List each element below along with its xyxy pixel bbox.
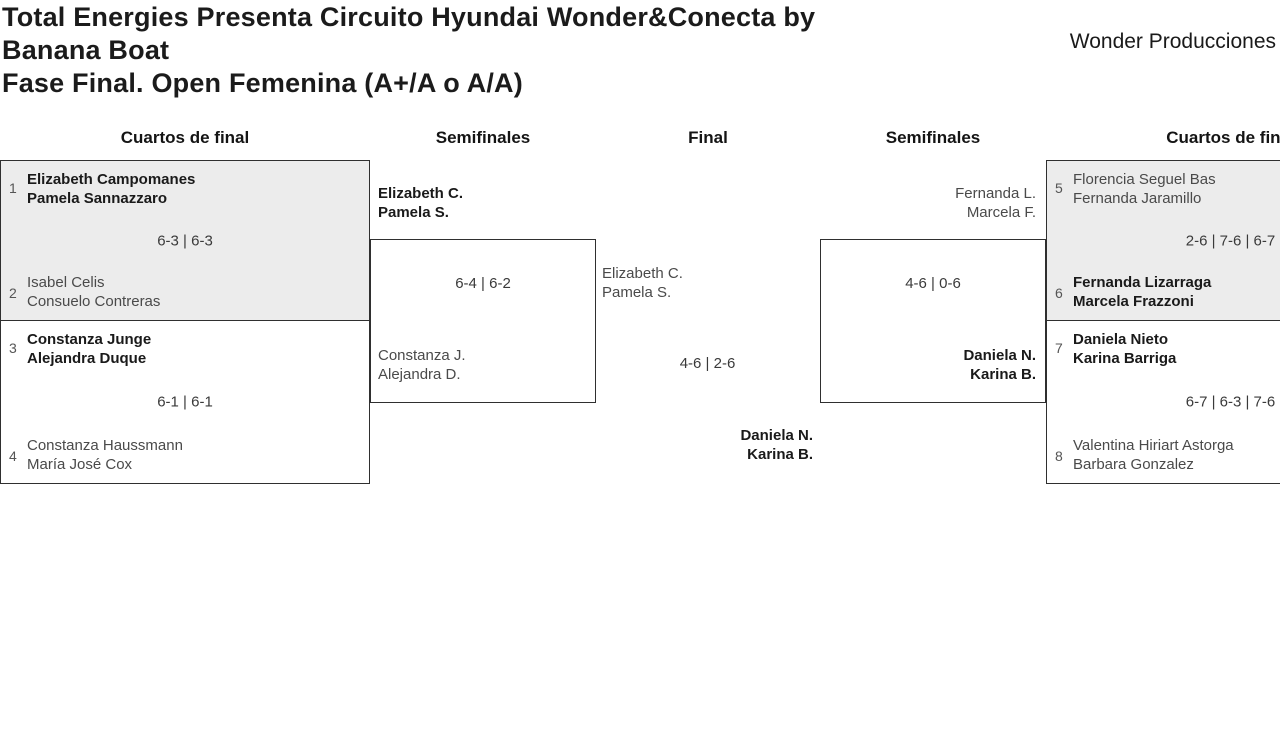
round-header-quarterfinals-right: Cuartos de final bbox=[1166, 128, 1280, 147]
team-elizabeth-pamela: Elizabeth Campomanes Pamela Sannazzaro bbox=[27, 170, 195, 208]
team-elizabeth-pamela-final: Elizabeth C. Pamela S. bbox=[602, 264, 683, 302]
player-name: Fernanda L. bbox=[955, 185, 1036, 202]
round-header-semifinals-right: Semifinales bbox=[885, 128, 981, 147]
seed-number: 4 bbox=[9, 448, 17, 464]
player-name: Constanza Junge bbox=[27, 331, 152, 348]
player-name: Alejandra Duque bbox=[27, 350, 147, 367]
player-name: Pamela S. bbox=[602, 284, 672, 301]
player-name: Marcela Frazzoni bbox=[1073, 293, 1194, 310]
round-header-final: Final bbox=[688, 128, 728, 147]
team-haussmann-cox: Constanza Haussmann María José Cox bbox=[27, 436, 183, 474]
player-name: Karina Barriga bbox=[1073, 350, 1177, 367]
seed-number: 1 bbox=[9, 180, 17, 196]
match-score: 6-7 | 6-3 | 7-6 bbox=[1185, 393, 1276, 411]
match-score: 4-6 | 0-6 bbox=[905, 275, 961, 292]
player-name: Constanza Haussmann bbox=[27, 437, 183, 454]
player-name: Daniela N. bbox=[963, 347, 1036, 364]
organizer-label: Wonder Producciones bbox=[1069, 30, 1276, 53]
match-score: 4-6 | 2-6 bbox=[679, 355, 736, 372]
team-daniela-karina: Daniela Nieto Karina Barriga bbox=[1073, 330, 1176, 368]
seed-number: 6 bbox=[1055, 285, 1063, 301]
round-header-quarterfinals-left: Cuartos de final bbox=[120, 128, 250, 147]
team-fernanda-marcela-sf: Fernanda L. Marcela F. bbox=[955, 184, 1036, 222]
match-final: Elizabeth C. Pamela S. 4-6 | 2-6 Daniela… bbox=[595, 239, 820, 469]
player-name: Isabel Celis bbox=[27, 274, 105, 291]
team-lizarraga-frazzoni: Fernanda Lizarraga Marcela Frazzoni bbox=[1073, 273, 1211, 311]
team-florencia-fernanda: Florencia Seguel Bas Fernanda Jaramillo bbox=[1073, 170, 1216, 208]
team-valentina-barbara: Valentina Hiriart Astorga Barbara Gonzal… bbox=[1073, 436, 1234, 474]
player-name: Pamela Sannazzaro bbox=[27, 190, 168, 207]
match-quarterfinal-3: 5 Florencia Seguel Bas Fernanda Jaramill… bbox=[1046, 160, 1280, 321]
seed-number: 5 bbox=[1055, 180, 1063, 196]
player-name: Elizabeth C. bbox=[602, 265, 683, 282]
subtitle: Fase Final. Open Femenina (A+/A o A/A) bbox=[2, 68, 523, 98]
round-header-semifinals-left: Semifinales bbox=[435, 128, 531, 147]
match-semifinal-right: Fernanda L. Marcela F. 4-6 | 0-6 Daniela… bbox=[820, 185, 1046, 403]
player-name: Constanza J. bbox=[378, 347, 466, 364]
match-score: 2-6 | 7-6 | 6-7 bbox=[1185, 232, 1276, 249]
title-line-2: Banana Boat bbox=[2, 35, 170, 65]
player-name: Barbara Gonzalez bbox=[1073, 456, 1194, 473]
player-name: María José Cox bbox=[27, 456, 133, 473]
match-quarterfinal-2: 3 Constanza Junge Alejandra Duque 6-1 | … bbox=[0, 320, 370, 484]
player-name: Fernanda Jaramillo bbox=[1073, 190, 1202, 207]
player-name: Alejandra D. bbox=[378, 366, 461, 383]
team-elizabeth-pamela-sf: Elizabeth C. Pamela S. bbox=[378, 184, 463, 222]
player-name: Daniela Nieto bbox=[1073, 331, 1169, 348]
player-name: Pamela S. bbox=[378, 204, 449, 221]
player-name: Marcela F. bbox=[966, 204, 1036, 221]
player-name: Florencia Seguel Bas bbox=[1073, 171, 1216, 188]
seed-number: 2 bbox=[9, 285, 17, 301]
match-score: 6-4 | 6-2 bbox=[455, 275, 511, 292]
player-name: Valentina Hiriart Astorga bbox=[1073, 437, 1234, 454]
match-score: 6-3 | 6-3 bbox=[157, 232, 213, 249]
team-isabel-consuelo: Isabel Celis Consuelo Contreras bbox=[27, 273, 160, 311]
player-name: Karina B. bbox=[970, 366, 1036, 383]
seed-number: 3 bbox=[9, 340, 17, 356]
seed-number: 7 bbox=[1055, 340, 1063, 356]
team-daniela-karina-sf: Daniela N. Karina B. bbox=[963, 346, 1036, 384]
player-name: Daniela N. bbox=[740, 427, 813, 444]
player-name: Fernanda Lizarraga bbox=[1073, 274, 1212, 291]
seed-number: 8 bbox=[1055, 448, 1063, 464]
player-name: Elizabeth C. bbox=[378, 185, 464, 202]
page-title: Total Energies Presenta Circuito Hyundai… bbox=[2, 1, 815, 100]
team-constanza-alejandra-sf: Constanza J. Alejandra D. bbox=[378, 346, 466, 384]
match-quarterfinal-4: 7 Daniela Nieto Karina Barriga 6-7 | 6-3… bbox=[1046, 320, 1280, 484]
match-semifinal-left: Elizabeth C. Pamela S. 6-4 | 6-2 Constan… bbox=[370, 185, 596, 403]
title-line-1: Total Energies Presenta Circuito Hyundai… bbox=[2, 2, 816, 32]
player-name: Karina B. bbox=[747, 446, 813, 463]
team-constanza-alejandra: Constanza Junge Alejandra Duque bbox=[27, 330, 151, 368]
match-score: 6-1 | 6-1 bbox=[157, 393, 213, 411]
team-daniela-karina-final: Daniela N. Karina B. bbox=[740, 426, 813, 464]
player-name: Elizabeth Campomanes bbox=[27, 171, 196, 188]
match-quarterfinal-1: 1 Elizabeth Campomanes Pamela Sannazzaro… bbox=[0, 160, 370, 321]
player-name: Consuelo Contreras bbox=[27, 293, 161, 310]
